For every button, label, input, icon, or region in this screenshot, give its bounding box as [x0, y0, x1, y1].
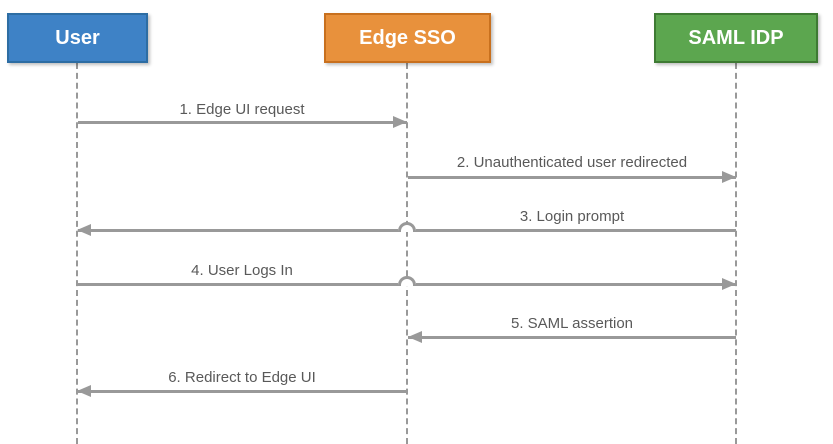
lifeline-edge-sso: [406, 63, 408, 444]
message-2-label: 2. Unauthenticated user redirected: [456, 154, 688, 171]
message-4-line-left: [78, 283, 398, 286]
actor-saml-idp: SAML IDP: [654, 13, 818, 63]
lifeline-saml-idp: [735, 63, 737, 444]
message-4-label: 4. User Logs In: [191, 262, 293, 279]
message-3-hop: [398, 222, 416, 232]
message-6-label: 6. Redirect to Edge UI: [168, 369, 316, 386]
message-4-arrowhead-icon: [722, 278, 736, 290]
message-3-line-left: [78, 229, 398, 232]
message-5-line: [408, 336, 736, 339]
lifeline-user: [76, 63, 78, 444]
message-3-line-right: [416, 229, 736, 232]
message-6-line: [78, 390, 407, 393]
message-2-arrowhead-icon: [722, 171, 736, 183]
message-2-line: [408, 176, 736, 179]
actor-user-label: User: [55, 26, 100, 49]
message-4-line-right: [416, 283, 736, 286]
message-4-hop: [398, 276, 416, 286]
message-5-arrowhead-icon: [408, 331, 422, 343]
message-5-label: 5. SAML assertion: [511, 315, 633, 332]
actor-edge-sso: Edge SSO: [324, 13, 491, 63]
actor-saml-idp-label: SAML IDP: [688, 26, 784, 49]
message-1-label: 1. Edge UI request: [179, 101, 305, 118]
message-1-arrowhead-icon: [393, 116, 407, 128]
message-3-arrowhead-icon: [77, 224, 91, 236]
actor-edge-sso-label: Edge SSO: [359, 26, 456, 49]
message-3-label: 3. Login prompt: [519, 208, 625, 225]
actor-user: User: [7, 13, 148, 63]
message-6-arrowhead-icon: [77, 385, 91, 397]
message-1-line: [78, 121, 407, 124]
